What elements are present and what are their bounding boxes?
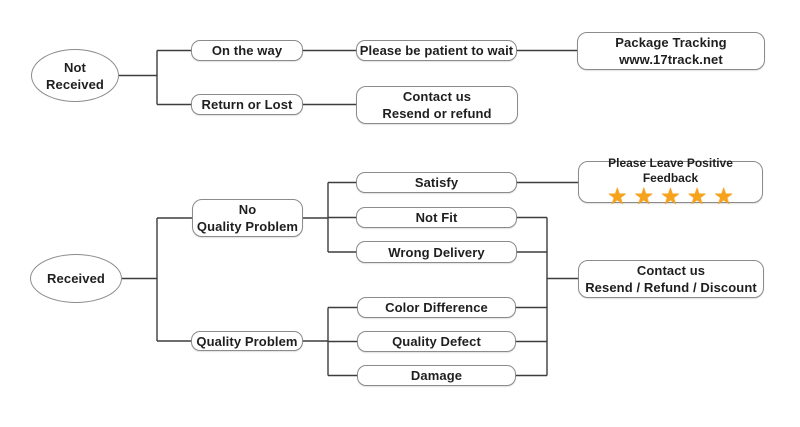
node-positive-feedback: Please Leave Positive Feedback ★★★★★ [578, 156, 763, 209]
positive-feedback-label: Please Leave Positive Feedback [608, 156, 733, 185]
node-not-received: Not Received [31, 49, 119, 102]
node-quality-defect: Quality Defect [357, 331, 516, 352]
node-return-or-lost: Return or Lost [191, 94, 303, 115]
node-package-tracking: Package Tracking www.17track.net [577, 32, 765, 70]
node-received: Received [30, 254, 122, 303]
node-quality-problem: Quality Problem [191, 331, 303, 351]
node-wrong-delivery: Wrong Delivery [356, 241, 517, 263]
node-color-difference: Color Difference [357, 297, 516, 318]
node-satisfy: Satisfy [356, 172, 517, 193]
node-be-patient: Please be patient to wait [356, 40, 517, 61]
node-contact-resend-refund: Contact us Resend or refund [356, 86, 518, 124]
node-no-quality-problem: No Quality Problem [192, 199, 303, 237]
node-damage: Damage [357, 365, 516, 386]
node-not-fit: Not Fit [356, 207, 517, 228]
node-contact-resend-refund-discount: Contact us Resend / Refund / Discount [578, 260, 764, 298]
node-on-the-way: On the way [191, 40, 303, 61]
five-star-rating-icon: ★★★★★ [606, 184, 741, 210]
